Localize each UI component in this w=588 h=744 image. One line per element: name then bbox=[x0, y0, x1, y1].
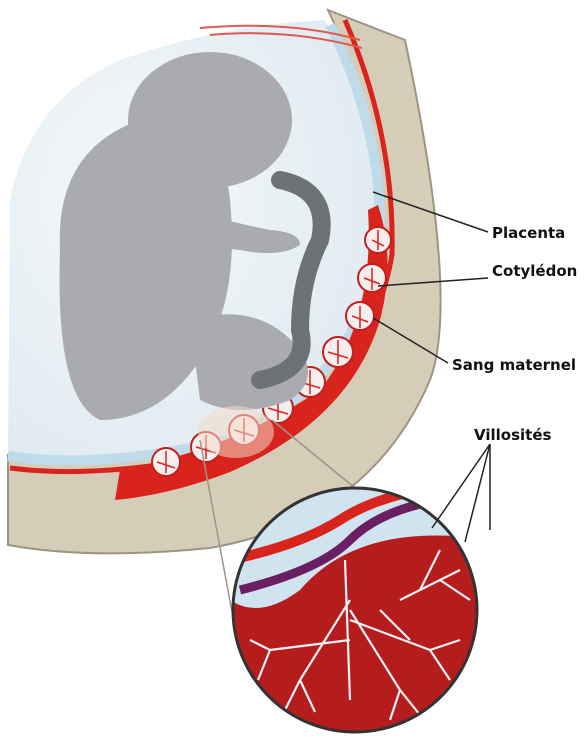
label-cotyledon: Cotylédon bbox=[492, 262, 577, 280]
label-placenta: Placenta bbox=[492, 224, 565, 242]
label-maternal-blood: Sang maternel bbox=[452, 356, 576, 374]
magnified-region bbox=[198, 406, 274, 458]
label-villi: Villosités bbox=[474, 426, 551, 444]
